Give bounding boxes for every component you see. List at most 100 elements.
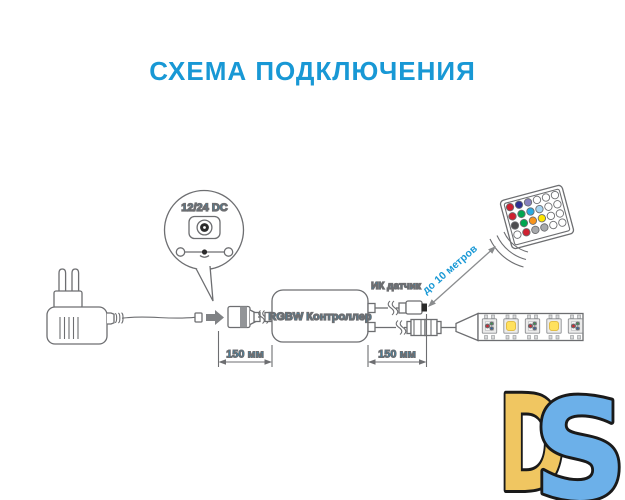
chip-pin xyxy=(527,314,531,319)
cable-plug-end xyxy=(194,312,203,323)
chip-pin xyxy=(577,314,581,319)
dim-arrow-right xyxy=(264,359,272,365)
flow-arrow-icon xyxy=(206,310,224,325)
green-die xyxy=(575,321,580,326)
connector-band xyxy=(240,306,247,328)
page-title: СХЕМА ПОДКЛЮЧЕНИЯ xyxy=(149,56,476,86)
chip-pin xyxy=(484,335,488,340)
plug-prong-left xyxy=(58,268,67,291)
chip-pin xyxy=(548,314,553,319)
chip-pin xyxy=(555,335,560,340)
wire-break xyxy=(395,320,407,335)
power-adapter-icon xyxy=(46,268,203,345)
chip-pin xyxy=(491,335,495,340)
red-die xyxy=(570,323,577,329)
remote-button xyxy=(510,221,520,230)
remote-button xyxy=(553,200,562,209)
remote-button xyxy=(537,214,547,223)
remote-button xyxy=(558,218,567,227)
range-arrowhead-lower xyxy=(428,299,436,307)
chip-pin xyxy=(484,314,488,319)
green-die xyxy=(489,321,494,326)
chip-pin xyxy=(512,314,517,319)
chip-pin xyxy=(505,314,510,319)
range-arrowhead-upper xyxy=(488,246,496,254)
remote-button xyxy=(541,193,551,202)
warm-die xyxy=(505,320,516,331)
remote-face xyxy=(503,188,571,246)
polarity-center-dot xyxy=(201,249,208,255)
logo-letter-d-outline: D xyxy=(498,367,566,500)
remote-control-icon xyxy=(489,184,575,268)
ir-wave-icon xyxy=(489,238,524,268)
remote-button xyxy=(513,230,522,239)
logo-letter-s-outline: S xyxy=(533,370,625,500)
remote-button xyxy=(522,228,531,237)
power-cable xyxy=(121,316,196,319)
chip-pin xyxy=(527,335,531,340)
chip-pin xyxy=(491,314,495,319)
blue-die xyxy=(489,326,494,331)
dc-jack-callout: 12/24 DC xyxy=(163,189,245,302)
dimension-left: 150 мм xyxy=(217,331,273,367)
dc-voltage-label: 12/24 DC xyxy=(181,202,228,214)
coupler-flange-right xyxy=(436,320,442,335)
ir-sensor-icon xyxy=(405,300,423,315)
remote-button xyxy=(550,190,560,200)
chip-pin xyxy=(555,314,560,319)
chip-pin xyxy=(534,335,538,340)
remote-button xyxy=(544,202,553,211)
plug-base xyxy=(53,290,83,309)
chip-pin xyxy=(548,335,553,340)
range-arrow-shaft xyxy=(432,250,492,304)
chip-pin xyxy=(512,335,517,340)
strip-connector xyxy=(455,312,479,342)
remote-button xyxy=(505,202,515,212)
remote-buttons xyxy=(505,190,567,239)
dim-arrow-left xyxy=(368,359,376,365)
dimension-right: 150 мм xyxy=(367,314,428,367)
coupler-ridges xyxy=(413,319,432,336)
adapter-vents xyxy=(59,317,79,339)
remote-button xyxy=(526,207,535,216)
chip-pin xyxy=(570,314,574,319)
red-die xyxy=(484,323,491,329)
chip-pin xyxy=(534,314,538,319)
controller-output-stub-bottom xyxy=(367,321,376,333)
green-die xyxy=(532,321,537,326)
sensor-connector xyxy=(398,302,407,314)
led-chips xyxy=(481,314,584,340)
blue-die xyxy=(575,326,580,331)
logo-letter-s: S xyxy=(533,370,625,500)
remote-button xyxy=(517,209,526,219)
remote-button xyxy=(519,218,529,228)
plug-prong-right xyxy=(71,268,80,291)
chip-pin xyxy=(505,335,510,340)
remote-button xyxy=(523,198,533,207)
led-strip-branch xyxy=(375,312,584,342)
jack-ring xyxy=(196,219,213,236)
dimension-right-label: 150 мм xyxy=(378,349,416,361)
polarity-outer-left xyxy=(175,247,186,257)
remote-button xyxy=(532,195,542,205)
range-label: до 10 метров xyxy=(420,242,480,296)
wire-break xyxy=(387,300,399,316)
ir-sensor-label: ИК датчик xyxy=(371,281,422,292)
ir-wave-icon xyxy=(503,231,529,253)
dim-arrow-left xyxy=(218,359,226,365)
polarity-outer-right xyxy=(223,247,234,257)
controller-label: RGBW Контроллер xyxy=(268,311,371,323)
chip-pin xyxy=(577,335,581,340)
jack-pin-hole xyxy=(203,226,206,229)
ir-sensor-eye xyxy=(421,303,427,312)
warm-die xyxy=(549,320,560,331)
remote-button xyxy=(514,200,524,209)
coupler-male xyxy=(410,318,426,337)
polarity-crescent xyxy=(199,254,210,258)
callout-tail xyxy=(195,265,214,302)
remote-button xyxy=(535,204,544,214)
adapter-nozzle xyxy=(107,312,115,325)
controller-body xyxy=(271,289,369,343)
